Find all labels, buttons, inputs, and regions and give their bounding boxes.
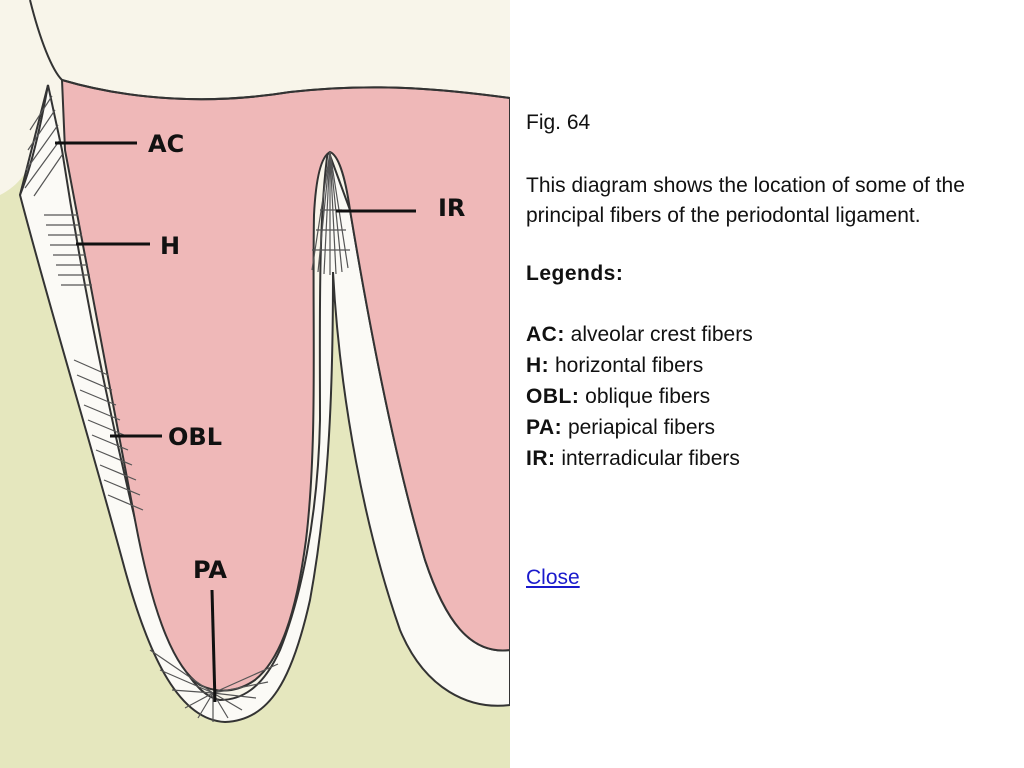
diagram-svg: AC H OBL PA IR bbox=[0, 0, 510, 768]
caption-panel: Fig. 64 This diagram shows the location … bbox=[526, 108, 996, 593]
root-outline-left bbox=[19, 84, 49, 196]
ir-fibers bbox=[311, 151, 350, 275]
legend-text: oblique fibers bbox=[579, 385, 711, 408]
ac-fibers bbox=[24, 95, 63, 197]
legend-abbr: AC: bbox=[526, 323, 565, 346]
pa-leader-line bbox=[210, 589, 217, 703]
ac-label: AC bbox=[148, 130, 184, 158]
ir-label: IR bbox=[438, 194, 465, 222]
legends-heading: Legends: bbox=[526, 262, 624, 285]
legend-item-pa: PA: periapical fibers bbox=[526, 412, 996, 443]
pa-label: PA bbox=[193, 556, 227, 584]
pa-fibers bbox=[149, 649, 279, 722]
legend-item-ac: AC: alveolar crest fibers bbox=[526, 319, 996, 350]
h-fibers bbox=[44, 214, 92, 286]
legend-abbr: IR: bbox=[526, 447, 556, 470]
legend-abbr: H: bbox=[526, 354, 550, 377]
legend-text: interradicular fibers bbox=[555, 447, 740, 470]
figure-description: This diagram shows the location of some … bbox=[526, 174, 965, 227]
legend-abbr: PA: bbox=[526, 416, 563, 439]
close-link[interactable]: Close bbox=[526, 566, 580, 589]
obl-label: OBL bbox=[168, 423, 222, 451]
legend-text: periapical fibers bbox=[562, 416, 716, 439]
legend-item-h: H: horizontal fibers bbox=[526, 350, 996, 381]
periodontal-diagram: AC H OBL PA IR bbox=[0, 0, 510, 768]
figure-title: Fig. 64 bbox=[526, 111, 591, 134]
legend-item-ir: IR: interradicular fibers bbox=[526, 443, 996, 474]
legend-text: alveolar crest fibers bbox=[564, 323, 753, 346]
obl-fibers bbox=[73, 359, 144, 511]
legend-item-obl: OBL: oblique fibers bbox=[526, 381, 996, 412]
crown-outline bbox=[29, 0, 510, 101]
alveolar-bone bbox=[0, 150, 510, 768]
legend-list: AC: alveolar crest fibers H: horizontal … bbox=[526, 319, 996, 474]
h-label: H bbox=[160, 232, 180, 260]
legend-text: horizontal fibers bbox=[549, 354, 704, 377]
legend-abbr: OBL: bbox=[526, 385, 580, 408]
